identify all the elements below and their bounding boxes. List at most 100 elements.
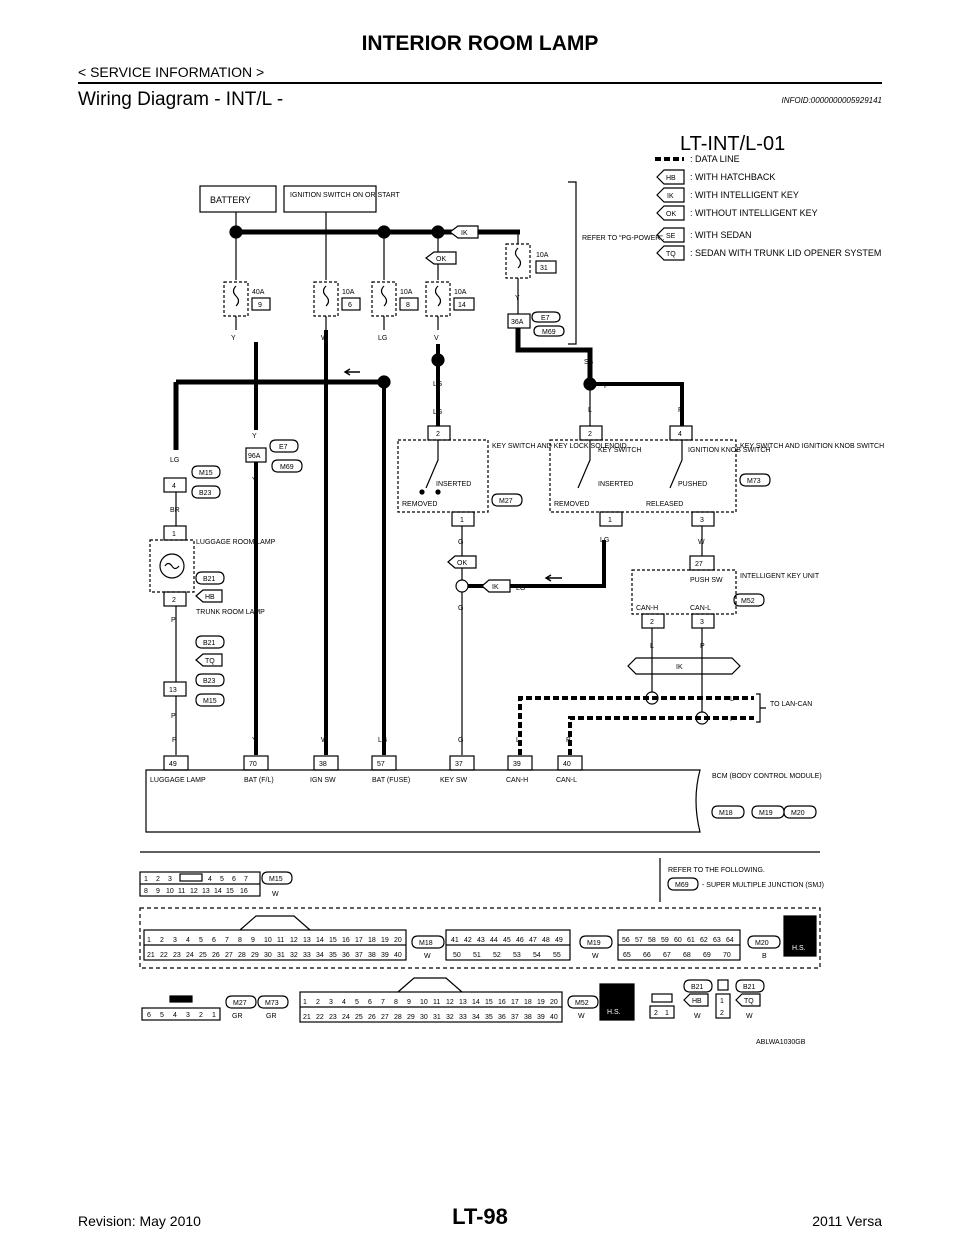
bcm-pin-name: LUGGAGE LAMP [150,777,206,784]
arrow-icon [544,574,562,582]
fuse-number: 6 [348,302,352,309]
face-b21tq-pin: 2 [720,1010,724,1017]
connector-b21-tag [195,571,225,585]
face-m18-pin: 33 [303,952,311,959]
face-m19-pin: 54 [533,952,541,959]
kik-pin: 4 [678,431,682,438]
connector-m52-tag [733,593,765,607]
wire-lg-label: LG [378,737,387,744]
bcm-pin-number: 57 [377,761,385,768]
face-m18-pin: 5 [199,937,203,944]
connector-m15-tag [261,871,293,885]
lamp-trunk-label: TRUNK ROOM LAMP [196,609,265,616]
face-m15-pin: 10 [166,888,174,895]
kik-pin: 1 [608,517,612,524]
face-m18-pin: 37 [355,952,363,959]
connector-e7-tag [531,311,561,323]
wire-lg [468,540,606,588]
face-m27-pin: 1 [212,1012,216,1019]
face-m18-pin: 31 [277,952,285,959]
wire-color-label: LG [378,335,387,342]
color-w: W [578,1013,585,1020]
face-m19-pin: 53 [513,952,521,959]
connector-m19: M19 [759,810,773,817]
face-m18-pin: 40 [394,952,402,959]
splice-open [455,579,469,593]
wire-br-label: BR [170,507,180,514]
wire-sb-label: SB [584,359,594,366]
face-m20-pin: 67 [663,952,671,959]
connector-b23: B23 [199,490,212,497]
face-m52-pin: 38 [524,1014,532,1021]
connector-face-m15 [139,871,261,897]
face-m52-pin: 32 [446,1014,454,1021]
face-m20-pin: 65 [623,952,631,959]
connector-face-m52 [299,977,563,1023]
can-l-line [568,716,754,755]
kik-pin: 2 [588,431,592,438]
face-m52-pin: 28 [394,1014,402,1021]
face-m52-pin: 3 [329,999,333,1006]
option-ik-text: IK [676,664,683,671]
face-m52-pin: 7 [381,999,385,1006]
connector-m73-tag [739,473,771,487]
face-m18-pin: 21 [147,952,155,959]
face-m18-pin: 14 [316,937,324,944]
inserted-label: INSERTED [598,481,633,488]
wire-lg-label: LG [170,457,179,464]
connector-m69: M69 [542,329,556,336]
face-m18-pin: 23 [173,952,181,959]
wire-y-label: Y [252,433,257,440]
switch-arm [425,440,439,489]
wire-p-label: P [171,617,176,624]
face-m52-pin: 26 [368,1014,376,1021]
splice [583,377,597,391]
lamp-pin: 1 [172,531,176,538]
face-m19-pin: 55 [553,952,561,959]
option-ok-tag [447,555,477,569]
connector-m52: M52 [741,598,755,605]
face-m18-pin: 30 [264,952,272,959]
pin [641,613,665,629]
diagram-code: LT-INT/L-01 [680,133,785,155]
face-m15-pin: 4 [208,876,212,883]
connector-m73: M73 [747,478,761,485]
connector-m15-tag [195,693,225,707]
face-m18-pin: 20 [394,937,402,944]
wire-p-label: P [678,407,683,414]
connector-m52-tag [567,995,599,1009]
wire-p-label: P [730,716,735,723]
face-m19-pin: 41 [451,937,459,944]
wire-y-label: Y [252,737,257,744]
bcm-pin-name: IGN SW [310,777,336,784]
fuse-amps: 10A [342,289,355,296]
face-m19-pin: 44 [490,937,498,944]
intelligent-key-unit-label: INTELLIGENT KEY UNIT [740,573,820,580]
face-m19-pin: 47 [529,937,537,944]
wire-lg-label: LG [433,381,442,388]
bcm-pin-number: 49 [169,761,177,768]
hs-badge [599,983,635,1021]
face-m19-pin: 51 [473,952,481,959]
option-hb-tag [195,589,223,603]
legend-se-symbol: SE [666,233,676,240]
face-m52-pin: 8 [394,999,398,1006]
intelligent-key-unit-box [631,569,737,615]
switch-arm [669,440,683,489]
face-m20-pin: 59 [661,937,669,944]
option-ok-tag [425,251,457,265]
face-m18-pin: 22 [160,952,168,959]
connector-e7: E7 [279,444,288,451]
bcm-box [145,769,701,833]
wire-l-label: L [730,696,734,703]
released-label: RELEASED [646,501,683,508]
bcm-pin-name: BAT (F/L) [244,777,274,784]
contact [435,489,441,495]
wire-y-label: Y [252,477,257,484]
iku-pin: 27 [695,561,703,568]
connector-b21-tag [683,979,713,993]
face-m20-pin: 56 [622,937,630,944]
face-m52-pin: 2 [316,999,320,1006]
connector-m20-tag [783,805,817,819]
